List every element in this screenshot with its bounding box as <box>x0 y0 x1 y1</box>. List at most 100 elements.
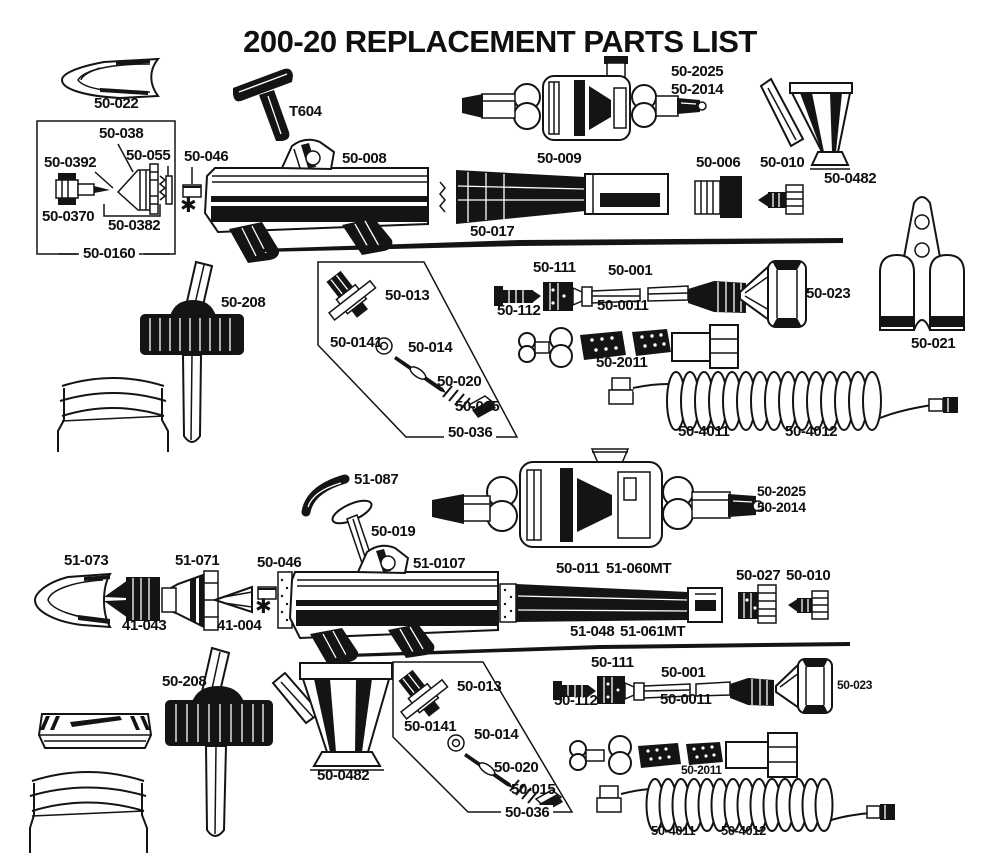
part-label-50-006-9: 50-006 <box>696 154 741 171</box>
part-label-50-0482-12: 50-0482 <box>824 170 877 187</box>
part-label-50-013-53: 50-013 <box>457 678 502 695</box>
drawing-41-004 <box>211 585 253 614</box>
part-label-50-0382-15: 50-0382 <box>108 217 161 234</box>
part-label-50-2014-1: 50-2014 <box>671 81 724 98</box>
part-label-50-0160-17: 50-0160 <box>79 246 140 262</box>
part-label-50-2025-35: 50-2025 <box>757 483 806 499</box>
part-label-50-022-2: 50-022 <box>94 95 139 112</box>
part-label-50-4011-65: 50-4011 <box>651 823 696 838</box>
part-label-50-2011-28: 50-2011 <box>596 354 648 371</box>
part-label-50-008-7: 50-008 <box>342 150 387 167</box>
part-label-50-4012-33: 50-4012 <box>785 423 838 440</box>
part-label-41-004-48: 41-004 <box>217 617 262 634</box>
part-label-50-208-22: 50-208 <box>221 294 266 311</box>
drawing-51-048 <box>345 642 850 657</box>
drawing-plain-cap <box>37 713 153 749</box>
part-label-50-4011-32: 50-4011 <box>678 423 730 440</box>
part-label-50-111-51: 50-111 <box>591 654 634 671</box>
part-label-50-055-5: 50-055 <box>126 147 171 164</box>
part-label-50-112-56: 50-112 <box>554 692 598 709</box>
part-label-50-0482-62: 50-0482 <box>317 767 370 784</box>
drawing-41-043 <box>104 577 160 621</box>
part-label-50-0141-26: 50-0141 <box>330 334 383 351</box>
part-label-51-071-39: 51-071 <box>175 552 220 569</box>
part-label-51-061MT-50: 51-061MT <box>620 623 686 640</box>
drawing-50-017 <box>258 238 843 252</box>
drawing-50-009 <box>439 170 669 224</box>
part-label-50-046-6: 50-046 <box>184 148 229 165</box>
part-label-50-017-16: 50-017 <box>470 223 515 240</box>
part-label-50-0011-24: 50-0011 <box>597 297 649 314</box>
drawing-50-0482-top <box>759 77 853 170</box>
drawing-mid-fittings <box>494 260 807 328</box>
part-label-50-015-63: 50-015 <box>511 781 556 798</box>
drawing-50-027 <box>738 584 777 624</box>
part-label-50-036-31: 50-036 <box>444 425 497 441</box>
drawing-50-008 <box>203 138 429 263</box>
drawing-50-011 <box>499 583 723 623</box>
part-label-51-048-49: 51-048 <box>570 623 615 640</box>
part-label-50-010-45: 50-010 <box>786 567 831 584</box>
part-label-51-073-38: 51-073 <box>64 552 109 569</box>
part-label-50-111-18: 50-111 <box>533 259 576 276</box>
drawing-50-022 <box>60 57 161 100</box>
drawing-kit-50-036-low <box>392 661 574 813</box>
part-label-50-038-4: 50-038 <box>99 125 144 142</box>
part-label-50-014-27: 50-014 <box>408 339 453 356</box>
drawing-50-046-top <box>182 184 202 198</box>
drawing-50-2011-mid <box>518 324 739 369</box>
drawing-coil-mid <box>608 371 958 431</box>
part-label-50-019-37: 50-019 <box>371 523 416 540</box>
part-label-50-0370-14: 50-0370 <box>42 208 95 225</box>
part-label-50-2014-36: 50-2014 <box>757 499 806 515</box>
drawing-50-006 <box>694 176 742 218</box>
part-label-50-0141-58: 50-0141 <box>404 718 457 735</box>
part-label-51-087-34: 51-087 <box>354 471 399 488</box>
drawing-bottle-mid <box>57 377 169 452</box>
drawing-bottle-low <box>29 771 148 853</box>
part-label-50-4012-66: 50-4012 <box>721 823 766 838</box>
part-label-50-0392-11: 50-0392 <box>44 154 97 171</box>
drawing-50-046-low <box>257 586 277 600</box>
drawing-t604 <box>233 68 293 141</box>
part-label-51-060MT-43: 51-060MT <box>606 560 672 577</box>
part-label-50-020-60: 50-020 <box>494 759 539 776</box>
part-label-50-2011-61: 50-2011 <box>681 763 722 777</box>
part-label-50-010-10: 50-010 <box>760 154 805 171</box>
drawing-50-021 <box>879 196 965 331</box>
part-label-T604-3: T604 <box>289 103 322 120</box>
drawing-50-010-top <box>758 184 804 215</box>
part-label-50-001-52: 50-001 <box>661 664 706 681</box>
part-label-51-0107-41: 51-0107 <box>413 555 466 572</box>
drawing-low-fittings <box>553 658 833 714</box>
drawing-kit-50-036-top <box>317 261 519 438</box>
drawing-51-071 <box>161 570 219 631</box>
part-label-50-023-21: 50-023 <box>806 285 851 302</box>
part-label-asterisk-13: ✱ <box>180 195 197 217</box>
drawing-51-073 <box>33 572 112 629</box>
part-label-50-027-44: 50-027 <box>736 567 781 584</box>
drawing-50-0160-box <box>36 120 193 255</box>
drawing-50-0482-low <box>271 662 393 771</box>
page-title: 200-20 REPLACEMENT PARTS LIST <box>243 24 757 59</box>
part-label-50-046-40: 50-046 <box>257 554 302 571</box>
part-label-50-009-8: 50-009 <box>537 150 582 167</box>
part-label-50-023-55: 50-023 <box>837 678 872 692</box>
drawing-50-208-mid <box>140 260 244 443</box>
drawing-valve-top <box>462 56 707 141</box>
drawing-50-010-low <box>788 590 829 620</box>
part-label-50-011-42: 50-011 <box>556 560 600 577</box>
part-label-50-2025-0: 50-2025 <box>671 63 724 80</box>
drawing-51-0107 <box>277 544 499 665</box>
part-label-50-021-25: 50-021 <box>911 335 956 352</box>
part-label-50-0011-57: 50-0011 <box>660 691 712 708</box>
part-label-50-112-23: 50-112 <box>497 302 541 319</box>
part-label-50-020-29: 50-020 <box>437 373 482 390</box>
part-label-50-014-59: 50-014 <box>474 726 519 743</box>
drawing-coil-low <box>596 778 895 832</box>
part-label-50-036-64: 50-036 <box>501 805 554 821</box>
part-label-50-013-20: 50-013 <box>385 287 430 304</box>
drawing-51-087 <box>301 474 350 517</box>
